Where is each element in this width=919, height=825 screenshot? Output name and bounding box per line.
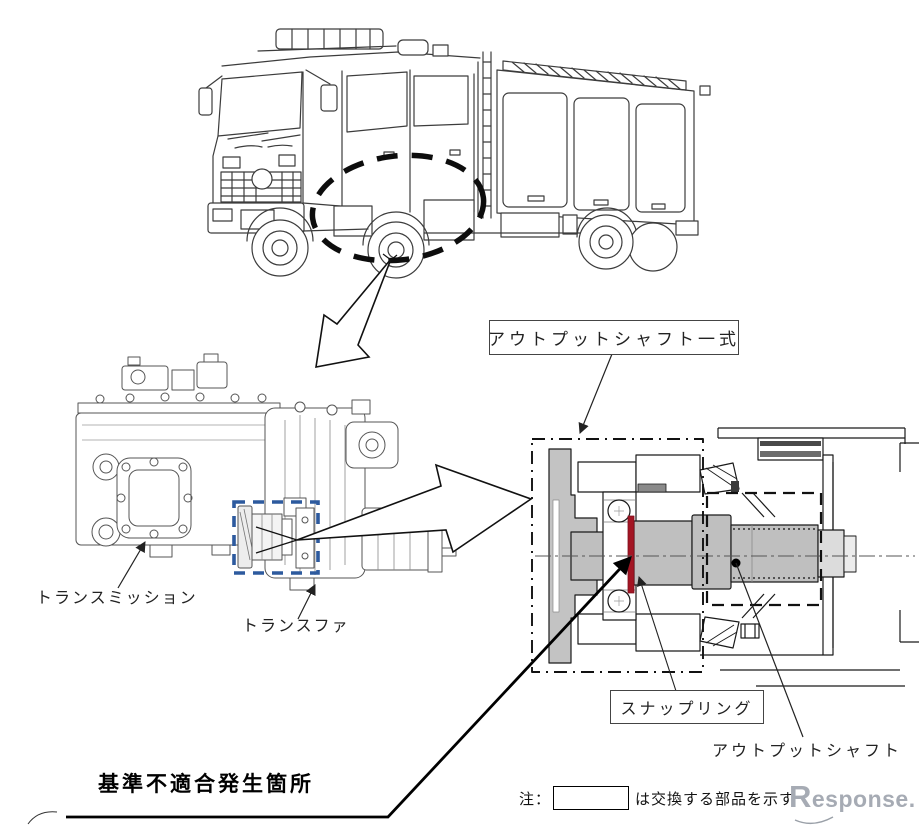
arrow-truck-to-transmission [315,253,398,368]
corner-curve [27,811,58,825]
label-snap-ring: スナップリング [610,690,764,724]
label-output-shaft-assembly: アウトプットシャフト一式 [488,320,740,355]
assembly-dashed-box [531,438,704,673]
output-shaft-leader [735,562,804,738]
label-snap-ring-text: スナップリング [620,701,754,718]
legend-note: 注： は交換する部品を示す [519,786,795,810]
legend-note-prefix: 注： [519,791,552,808]
watermark-swoosh [794,816,834,825]
shaft-end-dashed-box [705,491,823,607]
label-defect-location: 基準不適合発生箇所 [98,772,314,796]
assembly-leader-arrow [578,353,613,435]
fire-truck-drawing [198,28,711,279]
arrow-transmission-to-detail [255,463,533,554]
response-watermark: Response. [789,781,916,812]
callout-leaders [27,353,834,825]
snap-ring-highlight [627,515,635,594]
transmission-drawing [75,353,457,591]
transfer-leader-arrow [297,584,316,620]
defect-location-arrow [66,556,632,819]
label-transmission: トランスミッション [36,590,198,607]
watermark-rest: esponse. [811,786,916,812]
output-shaft-cross-section [531,427,919,687]
label-transfer: トランスファ [242,618,350,635]
legend-note-suffix: は交換する部品を示す [635,791,796,808]
label-output-shaft-assembly-text: アウトプットシャフト一式 [488,330,740,349]
transmission-leader-arrow [117,541,146,589]
inspection-area-ellipse [309,152,487,264]
snap-ring-leader-arrow [637,576,677,692]
label-output-shaft: アウトプットシャフト [712,743,903,760]
watermark-initial: R [789,779,812,814]
replacement-part-symbol-box [553,786,630,810]
